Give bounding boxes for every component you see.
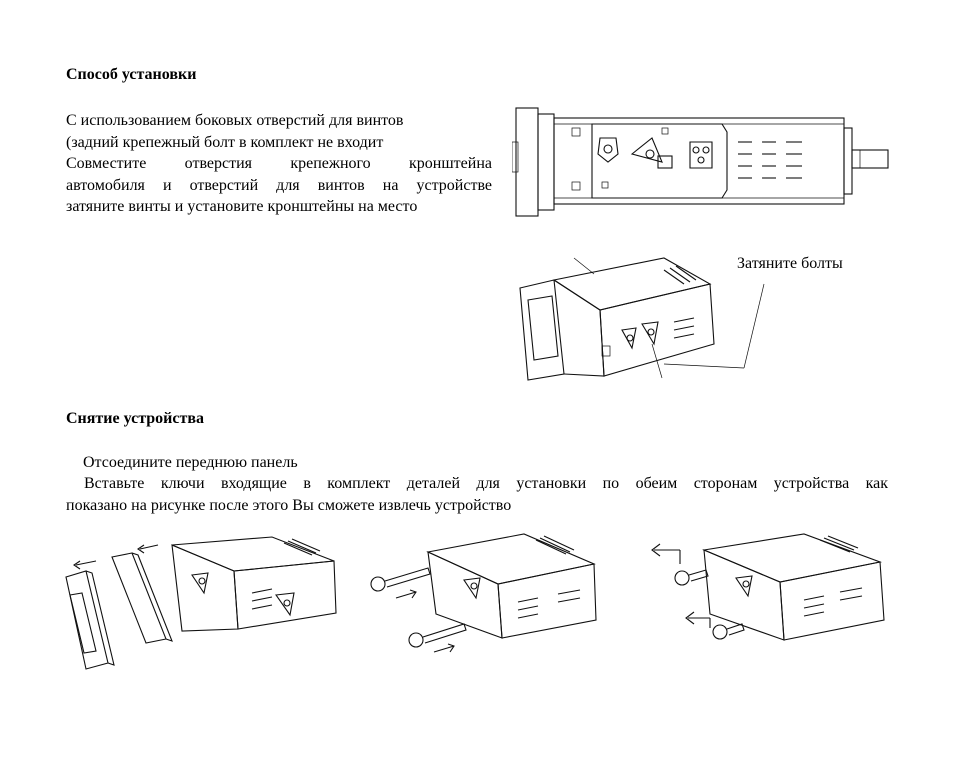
installation-heading: Способ установки <box>66 66 197 83</box>
removal-heading: Снятие устройства <box>66 410 204 427</box>
removal-figure-pull-out <box>644 530 890 654</box>
removal-step-2-line-1: Вставьте ключи входящие в комплект детал… <box>84 475 888 492</box>
installation-line-4: автомобиля и отверстий для винтов на уст… <box>66 176 492 194</box>
removal-figure-insert-keys <box>368 528 604 658</box>
removal-step-2-line-2: показано на рисунке после этого Вы сможе… <box>66 497 512 514</box>
tighten-bolts-callout: Затяните болты <box>737 255 843 272</box>
installation-line-2: (задний крепежный болт в комплект не вхо… <box>66 133 384 151</box>
installation-text: С использованием боковых отверстий для в… <box>66 110 492 218</box>
side-view-illustration <box>512 102 896 224</box>
installation-line-1: С использованием боковых отверстий для в… <box>66 112 404 129</box>
removal-figure-detach-panel <box>62 535 342 675</box>
installation-line-3: Совместите отверстия крепежного кронштей… <box>66 155 492 172</box>
perspective-view-illustration <box>514 244 774 384</box>
removal-step-1: Отсоедините переднюю панель <box>83 454 298 471</box>
installation-line-5: затяните винты и установите кронштейны н… <box>66 198 418 215</box>
